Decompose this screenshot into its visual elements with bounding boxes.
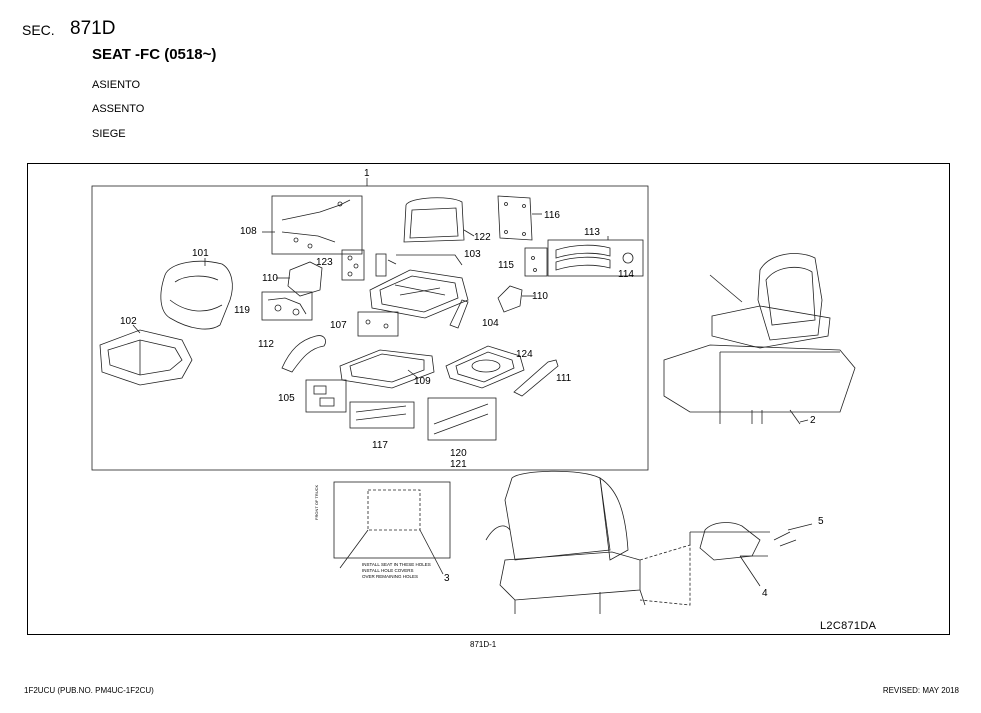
section-code: 871D [70,18,116,39]
callout-117: 117 [372,440,388,451]
callout-103: 103 [464,249,481,260]
callout-119: 120 [450,448,467,459]
translation-spanish: ASIENTO [92,79,141,91]
callout-101: 101 [192,248,209,259]
callout-123: 124 [516,349,533,360]
callout-109: 109 [414,376,431,387]
page-title: SEAT -FC (0518~) [92,46,217,63]
mounting-template-drawing [333,481,451,575]
rod-assembly-drawing [262,195,363,255]
callout-2: 2 [810,415,816,426]
callout-5: 5 [818,516,824,527]
translation-portuguese: ASSENTO [92,103,145,115]
seat-mechanism-drawing [369,269,469,319]
callout-110-left: 110 [262,273,278,284]
callout-114: 114 [618,269,634,280]
callout-108: 108 [240,226,257,237]
callout-3: 3 [444,573,450,584]
page-code: 871D-1 [470,640,497,649]
back-cushion-drawing [160,258,233,330]
callout-1: 1 [364,168,370,179]
callout-118: 119 [234,305,250,316]
callout-120: 121 [450,459,467,470]
publication-number: 1F2UCU (PUB.NO. PM4UC-1F2CU) [24,686,154,695]
callout-4: 4 [762,588,768,599]
seat-back-frame-drawing [403,197,475,243]
note-front-of-truck: FRONT OF TRUCK [314,484,319,520]
callout-105: 105 [278,393,295,404]
section-label: SEC. [22,22,55,38]
callout-102: 102 [120,316,137,327]
callout-112: 112 [258,339,274,350]
callout-labels: 1 2 3 4 5 101 102 103 104 105 107 108 10… [120,168,824,599]
translation-french: SIEGE [92,128,126,140]
callout-110-right: 110 [532,291,548,302]
revised-date: REVISED: MAY 2018 [882,686,959,695]
mounting-bracket-drawing [699,522,813,587]
callout-111: 111 [556,373,572,384]
callout-116: 116 [544,210,560,221]
left-bracket-drawing [287,261,323,297]
callout-115: 115 [498,260,514,271]
callout-104: 104 [482,318,499,329]
drawing-code: L2C871DA [820,620,877,632]
note-install-1: INSTALL SEAT IN THESE HOLES [362,562,431,567]
callout-122: 123 [316,257,333,268]
full-seat-assembly-drawing [663,253,856,425]
diagram-frame [27,163,950,635]
assembly-1-box [91,185,649,471]
callout-113: 113 [584,227,600,238]
note-install-2: INSTALL HOLE COVERS [362,568,414,573]
seat-assembly-drawing [485,470,770,614]
seat-cushion-drawing [99,324,193,386]
plate-drawing [497,195,533,241]
swivel-plate-drawing [445,345,525,389]
callout-107: 107 [330,320,347,331]
callout-121: 122 [474,232,491,243]
note-install-3: OVER REMAINING HOLES [362,574,418,579]
